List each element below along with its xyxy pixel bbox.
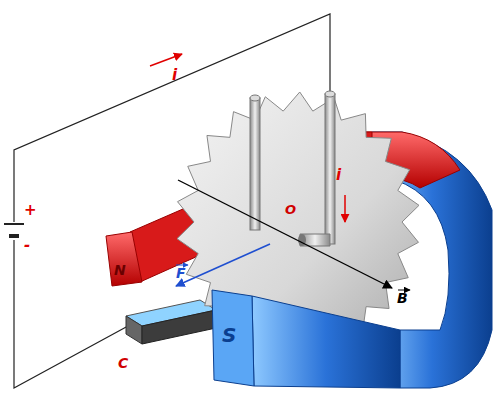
force-label: F <box>176 266 186 280</box>
south-pole <box>212 290 400 388</box>
current-arrow <box>150 54 182 66</box>
field-arrow <box>178 180 392 288</box>
current-label: i <box>336 168 341 183</box>
battery-symbol <box>4 224 24 236</box>
pole-label: S <box>222 325 236 345</box>
contact-label: C <box>118 356 128 370</box>
terminal-sign: + <box>24 203 37 218</box>
mercury-trough <box>126 300 216 344</box>
axle-label: O <box>285 203 296 216</box>
terminal-sign: - <box>24 238 30 253</box>
north-pole <box>106 232 142 286</box>
current-label: i <box>172 68 177 83</box>
force-arrow <box>176 244 270 286</box>
field-label: B <box>397 291 408 305</box>
current-arrow <box>344 195 346 222</box>
pole-label: N <box>114 263 126 277</box>
